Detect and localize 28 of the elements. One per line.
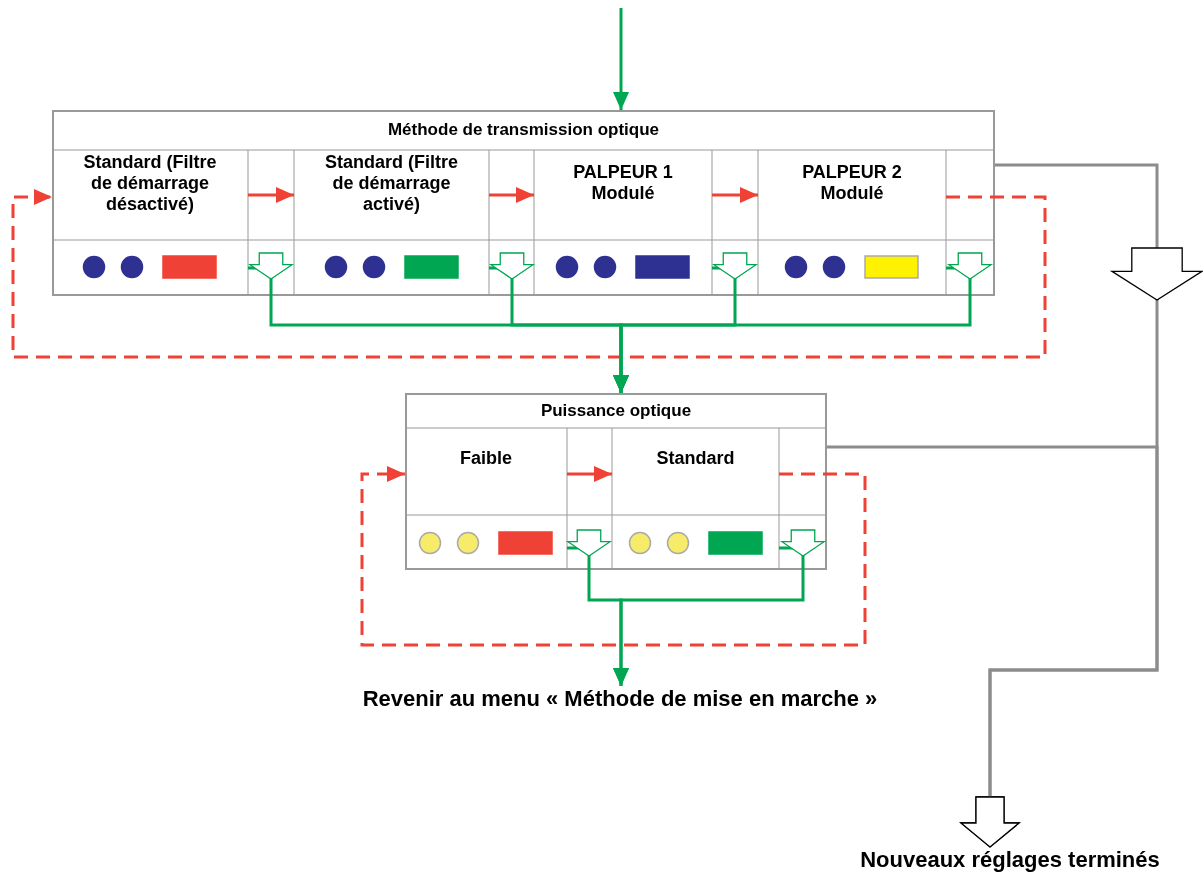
instruction-text: Revenir au menu « Méthode de mise en marche » bbox=[290, 686, 950, 716]
option-label: PALPEUR 1 Modulé bbox=[572, 162, 674, 204]
block-arrow bbox=[711, 252, 759, 280]
block-arrow bbox=[946, 252, 994, 280]
block-arrow bbox=[488, 252, 536, 280]
loop-arrow bbox=[11, 189, 1047, 359]
menu-title: Puissance optique bbox=[539, 401, 693, 421]
block-arrow bbox=[779, 529, 827, 557]
instruction-text: Nouveaux réglages terminés bbox=[820, 847, 1200, 877]
block-arrow bbox=[247, 252, 295, 280]
arrow bbox=[613, 8, 629, 110]
arrow bbox=[567, 466, 612, 482]
arrow bbox=[712, 187, 758, 203]
loop-arrow bbox=[360, 466, 867, 647]
option-label: Standard bbox=[655, 448, 736, 469]
block-arrow bbox=[565, 529, 613, 557]
option-label: Standard (Filtre de démarrage activé) bbox=[324, 152, 459, 215]
arrow bbox=[613, 266, 972, 393]
option-label: Faible bbox=[459, 448, 513, 469]
arrow bbox=[489, 187, 534, 203]
option-label: Standard (Filtre de démarrage désactivé) bbox=[82, 152, 218, 215]
arrow bbox=[248, 187, 294, 203]
arrow bbox=[613, 546, 805, 686]
menu-panel bbox=[52, 110, 995, 296]
menu-title: Méthode de transmission optique bbox=[386, 120, 661, 140]
block-arrow bbox=[1109, 247, 1203, 301]
menu-panel bbox=[405, 393, 827, 570]
option-label: PALPEUR 2 Modulé bbox=[801, 162, 903, 204]
